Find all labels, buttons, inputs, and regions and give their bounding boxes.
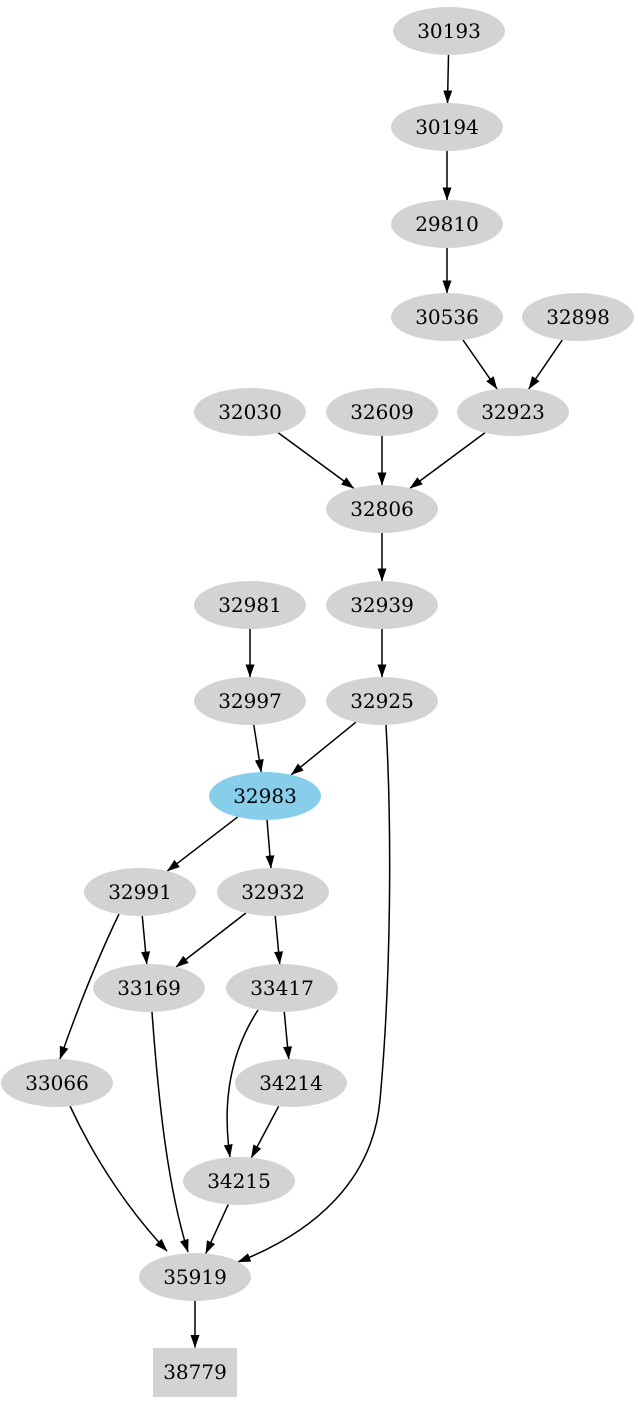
- graph-edge-32925-to-35919: [237, 724, 391, 1263]
- graph-node-35919: 35919: [139, 1253, 251, 1301]
- graph-node-32981: 32981: [194, 581, 306, 629]
- graph-edge-32898-to-32923: [528, 339, 563, 390]
- graph-node-33066: 33066: [1, 1059, 113, 1107]
- graph-edge-33066-to-35919: [69, 1105, 168, 1252]
- graph-node-32932: 32932: [217, 868, 329, 916]
- graph-node-29810: 29810: [391, 200, 503, 248]
- graph-node-34215: 34215: [183, 1157, 295, 1205]
- graph-node-32898: 32898: [522, 293, 634, 341]
- graph-node-32983: 32983: [209, 772, 321, 820]
- graph-edge-33417-to-34214: [283, 1011, 293, 1060]
- graph-edge-34215-to-35919: [205, 1204, 229, 1254]
- graph-node-38779: 38779: [153, 1347, 237, 1397]
- graph-node-34214: 34214: [235, 1059, 347, 1107]
- graph-edge-33417-to-34215: [223, 1009, 259, 1158]
- graph-node-33417: 33417: [226, 964, 338, 1012]
- graph-edge-32923-to-32806: [409, 432, 486, 489]
- graph-node-32925: 32925: [326, 677, 438, 725]
- graph-node-32609: 32609: [326, 388, 438, 436]
- graph-edge-33169-to-35919: [151, 1011, 189, 1253]
- graph-edge-30536-to-32923: [462, 339, 498, 390]
- graph-edge-32030-to-32806: [277, 432, 355, 489]
- graph-edge-32932-to-33417: [274, 915, 284, 965]
- graph-edge-32991-to-33169: [141, 915, 151, 965]
- graph-node-30193: 30193: [393, 7, 505, 55]
- graph-edge-32932-to-33169: [175, 912, 247, 968]
- graph-edge-32997-to-32983: [253, 724, 264, 773]
- graph-edge-32991-to-33066: [59, 913, 120, 1060]
- graph-node-32991: 32991: [84, 868, 196, 916]
- graph-node-32939: 32939: [326, 581, 438, 629]
- graph-node-32806: 32806: [326, 485, 438, 533]
- graph-node-32923: 32923: [457, 388, 569, 436]
- graph-edge-34214-to-34215: [250, 1106, 280, 1159]
- graph-edge-32983-to-32932: [265, 819, 275, 869]
- graph-edge-32983-to-32991: [166, 816, 239, 872]
- graph-node-30536: 30536: [391, 293, 503, 341]
- graph-node-33169: 33169: [93, 964, 205, 1012]
- graph-node-30194: 30194: [391, 103, 503, 151]
- graph-edge-32925-to-32983: [290, 721, 357, 776]
- graph-node-32997: 32997: [194, 677, 306, 725]
- graph-node-32030: 32030: [194, 388, 306, 436]
- graph-edge-30193-to-30194: [443, 54, 453, 104]
